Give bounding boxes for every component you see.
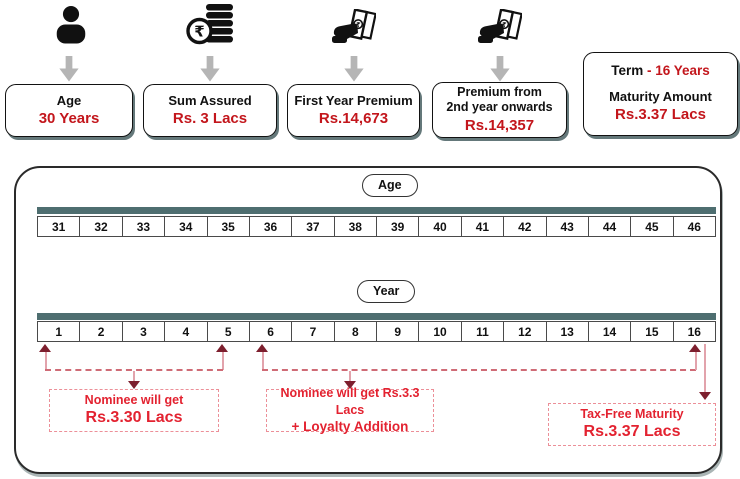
first-year-premium-label: First Year Premium [294, 92, 413, 108]
up-arrow-icon [256, 344, 268, 352]
age-cell: 46 [672, 216, 716, 237]
age-cell: 45 [630, 216, 674, 237]
age-cell: 42 [503, 216, 547, 237]
sum-assured-card: Sum Assured Rs. 3 Lacs [143, 84, 277, 137]
tax-free-maturity-note: Tax-Free Maturity Rs.3.37 Lacs [548, 403, 716, 446]
nominee-note-line2: + Loyalty Addition [291, 418, 409, 434]
age-cell: 39 [376, 216, 420, 237]
down-arrow-icon [698, 392, 711, 400]
arrow-stem [261, 352, 264, 370]
year-cell: 12 [503, 321, 547, 342]
nominee-note-line1: Nominee will get [84, 392, 184, 407]
nominee-note-line2: Rs.3.30 Lacs [85, 409, 183, 427]
down-arrow-icon [200, 56, 220, 82]
renewal-premium-label-line2: 2nd year onwards [446, 100, 553, 115]
year-cell: 15 [630, 321, 674, 342]
age-card-value: 30 Years [38, 109, 100, 127]
nominee-note-years-6-16: Nominee will get Rs.3.3 Lacs + Loyalty A… [266, 386, 434, 434]
term-maturity-card: Term - 16 Years Maturity Amount Rs.3.37 … [583, 52, 738, 136]
svg-text:₹: ₹ [355, 20, 362, 29]
up-arrow-icon [216, 344, 228, 352]
year-timeline-bar [37, 313, 716, 320]
arrow-stem [694, 352, 697, 370]
age-cell: 44 [587, 216, 632, 237]
first-year-premium-card: First Year Premium Rs.14,673 [287, 84, 420, 137]
rupee-coins-icon: ₹ [186, 4, 233, 45]
svg-text:₹: ₹ [501, 20, 508, 29]
age-cell: 38 [333, 216, 377, 237]
year-cell: 13 [545, 321, 589, 342]
money-hand-icon: ₹ [478, 9, 522, 43]
bracket-line-years-6-16 [262, 369, 696, 371]
age-timeline-bar [37, 207, 716, 214]
year-cell: 4 [164, 321, 208, 342]
arrow-stem [44, 352, 47, 370]
year-row: 1 2 3 4 5 6 7 8 9 10 11 12 13 14 15 16 [37, 321, 716, 342]
year-cell: 5 [206, 321, 250, 342]
age-card: Age 30 Years [5, 84, 133, 137]
year-pill: Year [357, 280, 416, 303]
age-cell: 41 [460, 216, 505, 237]
term-row: Term - 16 Years [611, 63, 710, 80]
maturity-value: Rs.3.37 Lacs [615, 106, 706, 124]
bracket-line-years-1-5 [45, 369, 223, 371]
year-cell: 9 [376, 321, 420, 342]
year-cell: 11 [460, 321, 505, 342]
arrow-stem [133, 371, 135, 382]
year-cell: 2 [79, 321, 123, 342]
arrow-stem [221, 352, 224, 370]
term-value: - 16 Years [646, 63, 710, 79]
sum-assured-label: Sum Assured [168, 92, 252, 108]
nominee-note-years-1-5: Nominee will get Rs.3.30 Lacs [49, 389, 219, 432]
down-arrow-icon [127, 381, 140, 389]
sum-assured-value: Rs. 3 Lacs [172, 109, 248, 127]
year-cell: 10 [418, 321, 462, 342]
year-cell: 16 [672, 321, 716, 342]
age-cell: 43 [545, 216, 589, 237]
maturity-label: Maturity Amount [609, 88, 712, 104]
timeline-panel: Age 31 32 33 34 35 36 37 38 39 40 41 42 … [14, 166, 722, 474]
person-icon [56, 6, 86, 44]
age-cell: 31 [37, 216, 81, 237]
age-pill: Age [362, 174, 418, 197]
maturity-note-line1: Tax-Free Maturity [580, 406, 684, 421]
down-arrow-icon [59, 56, 79, 82]
renewal-premium-label-line1: Premium from [457, 84, 542, 99]
down-arrow-icon [490, 56, 510, 82]
svg-text:₹: ₹ [194, 23, 204, 41]
renewal-premium-value: Rs.14,357 [464, 116, 535, 134]
renewal-premium-card: Premium from 2nd year onwards Rs.14,357 [432, 82, 567, 138]
first-year-premium-value: Rs.14,673 [318, 109, 389, 127]
down-arrow-icon [344, 56, 364, 82]
nominee-note-line1: Nominee will get Rs.3.3 Lacs [280, 386, 420, 417]
age-cell: 35 [206, 216, 250, 237]
age-cell: 33 [121, 216, 166, 237]
year-cell: 8 [333, 321, 377, 342]
age-card-label: Age [56, 92, 82, 108]
age-cell: 40 [418, 216, 462, 237]
year-cell: 6 [248, 321, 293, 342]
year-cell: 3 [121, 321, 166, 342]
down-arrow-icon [343, 381, 356, 389]
year-cell: 14 [587, 321, 632, 342]
up-arrow-icon [689, 344, 701, 352]
age-cell: 36 [248, 216, 293, 237]
arrow-stem [349, 371, 351, 382]
age-cell: 34 [164, 216, 208, 237]
year-cell: 1 [37, 321, 81, 342]
year-cell: 7 [291, 321, 335, 342]
money-hand-icon: ₹ [332, 9, 376, 43]
age-row: 31 32 33 34 35 36 37 38 39 40 41 42 43 4… [37, 216, 716, 237]
age-cell: 32 [79, 216, 123, 237]
maturity-note-line2: Rs.3.37 Lacs [583, 423, 681, 441]
up-arrow-icon [39, 344, 51, 352]
age-cell: 37 [291, 216, 335, 237]
arrow-stem [704, 344, 706, 393]
term-label: Term [611, 63, 644, 79]
